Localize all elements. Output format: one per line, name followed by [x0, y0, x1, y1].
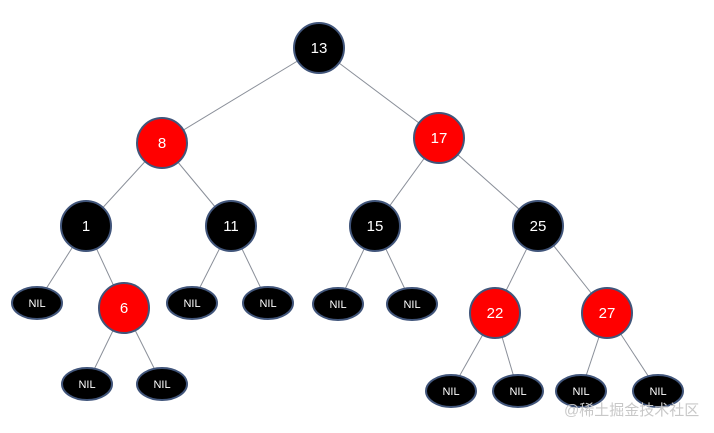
nil-leaf-node: NIL — [492, 374, 544, 408]
node-label: NIL — [442, 386, 459, 398]
nil-leaf-node: NIL — [242, 286, 294, 320]
red-node-shape — [469, 287, 521, 339]
red-node-shape — [581, 287, 633, 339]
black-node-shape — [242, 286, 294, 320]
node-label: NIL — [183, 298, 200, 310]
tree-node-22: 22 — [469, 287, 521, 339]
tree-node-15: 15 — [349, 200, 401, 252]
black-node-shape — [60, 200, 112, 252]
node-label: 27 — [599, 305, 616, 322]
tree-node-13: 13 — [293, 22, 345, 74]
black-node-shape — [61, 367, 113, 401]
node-label: NIL — [28, 298, 45, 310]
black-node-shape — [492, 374, 544, 408]
node-label: 11 — [223, 218, 239, 235]
node-label: NIL — [509, 386, 526, 398]
black-node-shape — [386, 287, 438, 321]
nil-leaf-node: NIL — [166, 286, 218, 320]
tree-node-8: 8 — [136, 117, 188, 169]
nil-leaf-node: NIL — [386, 287, 438, 321]
node-label: NIL — [259, 298, 276, 310]
black-node-shape — [293, 22, 345, 74]
tree-node-27: 27 — [581, 287, 633, 339]
nil-leaf-node: NIL — [425, 374, 477, 408]
node-label: NIL — [153, 379, 170, 391]
node-label: 22 — [487, 305, 504, 322]
black-node-shape — [632, 374, 684, 408]
node-label: 8 — [158, 135, 166, 152]
nil-leaf-node: NIL — [632, 374, 684, 408]
nil-leaf-node: NIL — [11, 286, 63, 320]
red-node-shape — [413, 112, 465, 164]
tree-node-1: 1 — [60, 200, 112, 252]
node-label: 6 — [120, 300, 128, 317]
edges — [36, 47, 659, 392]
nil-leaf-node: NIL — [312, 287, 364, 321]
tree-node-11: 11 — [205, 200, 257, 252]
black-node-shape — [312, 287, 364, 321]
node-label: 25 — [530, 218, 547, 235]
nil-leaf-node: NIL — [136, 367, 188, 401]
node-label: 1 — [82, 218, 90, 235]
nil-leaf-node: NIL — [555, 374, 607, 408]
node-label: NIL — [572, 386, 589, 398]
node-label: NIL — [649, 386, 666, 398]
red-node-shape — [136, 117, 188, 169]
edge-n13-n8 — [161, 47, 320, 144]
black-node-shape — [166, 286, 218, 320]
black-node-shape — [512, 200, 564, 252]
tree-node-6: 6 — [98, 282, 150, 334]
nil-leaf-node: NIL — [61, 367, 113, 401]
tree-node-25: 25 — [512, 200, 564, 252]
node-label: 13 — [311, 40, 328, 57]
black-node-shape — [205, 200, 257, 252]
node-label: 15 — [367, 218, 384, 235]
node-label: NIL — [403, 299, 420, 311]
black-node-shape — [425, 374, 477, 408]
black-node-shape — [11, 286, 63, 320]
black-node-shape — [136, 367, 188, 401]
black-node-shape — [555, 374, 607, 408]
black-node-shape — [349, 200, 401, 252]
red-node-shape — [98, 282, 150, 334]
tree-node-17: 17 — [413, 112, 465, 164]
node-label: NIL — [329, 299, 346, 311]
watermark: @稀土掘金技术社区 — [564, 402, 700, 419]
node-label: 17 — [431, 130, 448, 147]
node-label: NIL — [78, 379, 95, 391]
